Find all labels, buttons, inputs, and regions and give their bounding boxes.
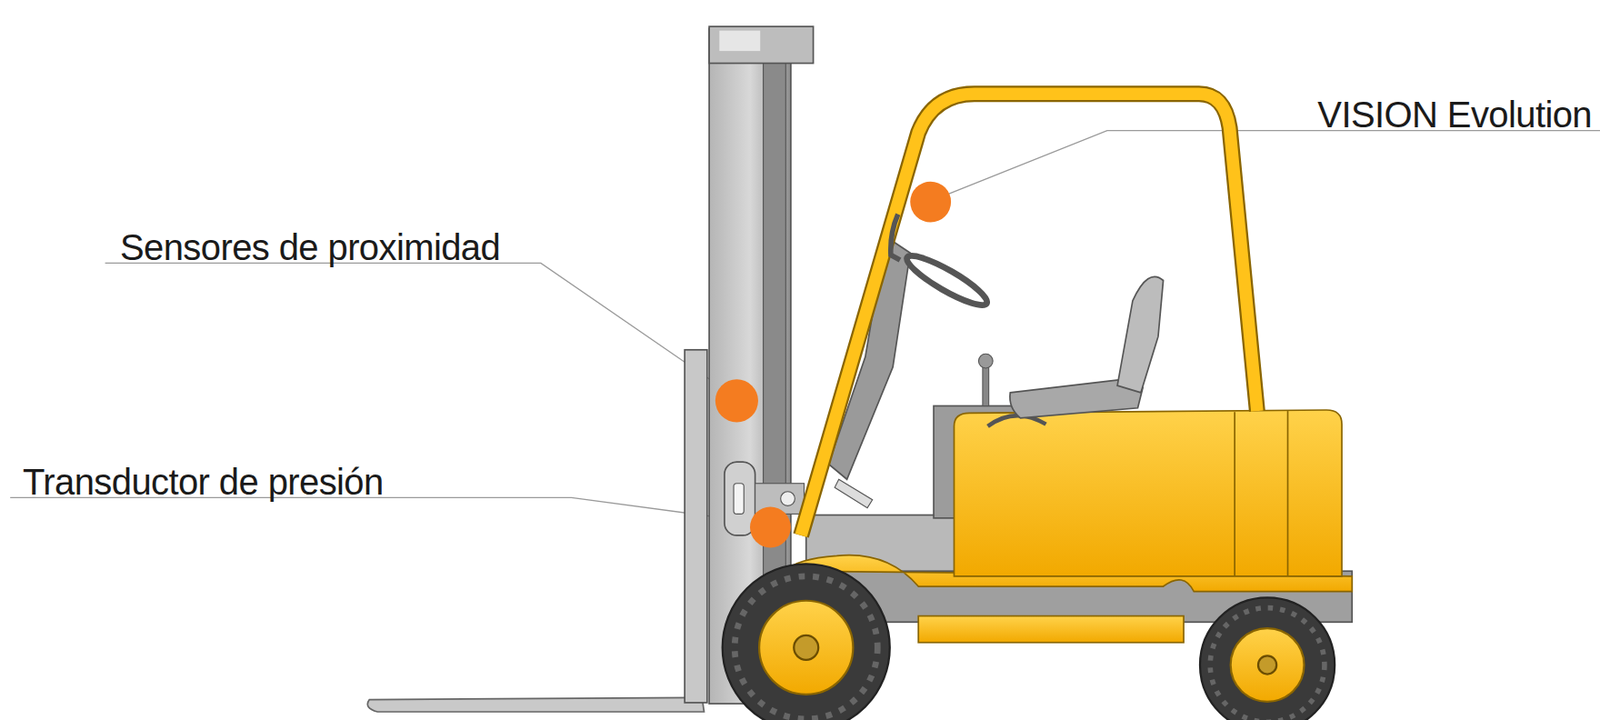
sensor-dots — [715, 181, 951, 549]
callout-label: VISION Evolution — [1317, 94, 1592, 135]
hood — [953, 410, 1342, 577]
fork — [367, 697, 704, 712]
rear-wheel — [1200, 597, 1335, 720]
front-wheel — [722, 563, 890, 720]
leader-lines — [10, 130, 1600, 523]
callout-label: Transductor de presión — [22, 461, 384, 502]
overhead-guard — [800, 93, 1258, 536]
seat — [978, 276, 1163, 419]
callout-label: Sensores de proximidad — [120, 227, 500, 268]
